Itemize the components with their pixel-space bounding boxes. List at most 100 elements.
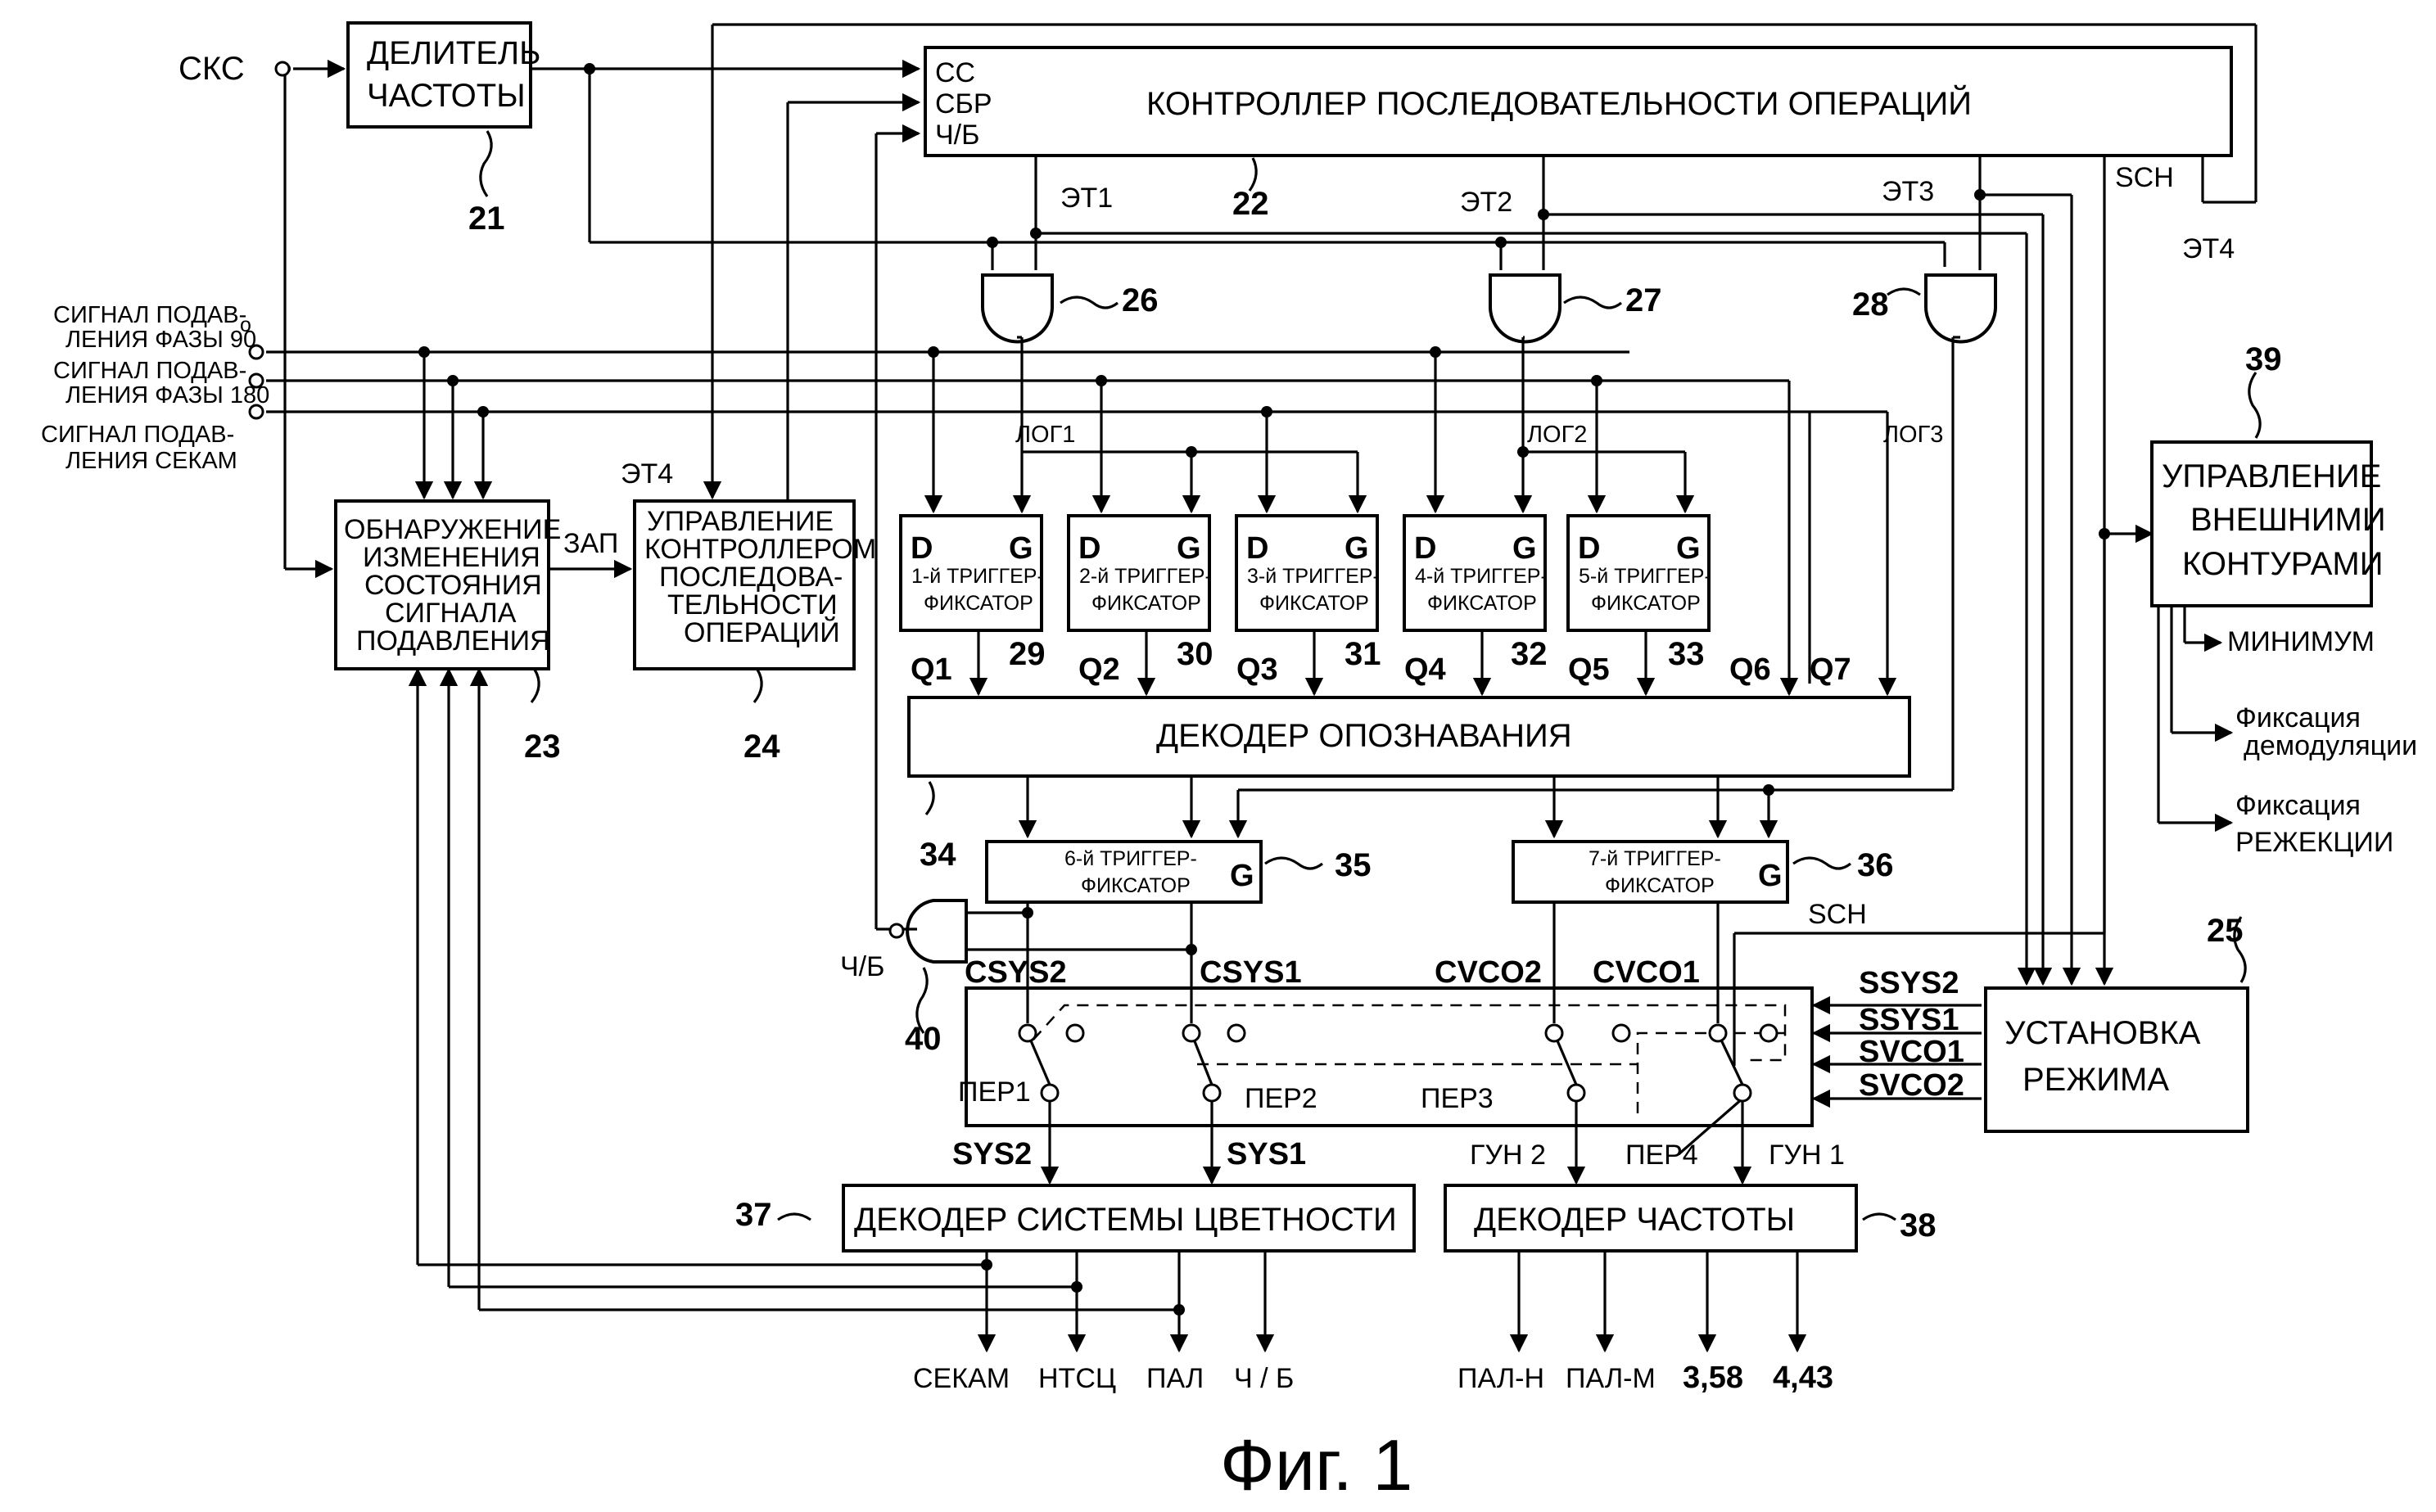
zap-label: ЗАП xyxy=(563,528,618,559)
latch-7-name-2: ФИКСАТОР xyxy=(1605,874,1715,897)
csys2-label: CSYS2 xyxy=(965,955,1067,990)
latch-7-ref: 36 xyxy=(1857,847,1894,883)
mode-line-2: РЕЖИМА xyxy=(2022,1062,2169,1098)
color-decoder-title: ДЕКОДЕР СИСТЕМЫ ЦВЕТНОСТИ xyxy=(854,1202,1397,1238)
latch-6-name-1: 6-й ТРИГГЕР- xyxy=(1064,847,1197,870)
mode-line-1: УСТАНОВКА xyxy=(2004,1015,2201,1051)
divider-line-1: ДЕЛИТЕЛЬ xyxy=(367,35,540,71)
cvco2-label: CVCO2 xyxy=(1435,955,1542,990)
latch-1-name-1: 1-й ТРИГГЕР- xyxy=(911,565,1044,588)
svco2-label: SVCO2 xyxy=(1859,1068,1964,1103)
et2-label: ЭТ2 xyxy=(1460,187,1512,218)
detect-line-2: ИЗМЕНЕНИЯ xyxy=(363,542,540,573)
controller-title: КОНТРОЛЛЕР ПОСЛЕДОВАТЕЛЬНОСТИ ОПЕРАЦИЙ xyxy=(1146,84,1972,122)
latch-2-ref: 30 xyxy=(1177,636,1213,672)
mgmt-line-2: КОНТРОЛЛЕРОМ xyxy=(644,534,876,565)
per2-label: ПЕР2 xyxy=(1245,1083,1317,1114)
latch-7-name-1: 7-й ТРИГГЕР- xyxy=(1589,847,1721,870)
out-358: 3,58 xyxy=(1683,1361,1743,1395)
detect-line-1: ОБНАРУЖЕНИЕ xyxy=(344,514,561,545)
svco1-label: SVCO1 xyxy=(1859,1035,1964,1069)
q7-label: Q7 xyxy=(1810,652,1851,687)
mgmt-line-4: ТЕЛЬНОСТИ xyxy=(667,589,838,621)
sch-top-label: SCH xyxy=(2115,162,2174,193)
divider-line-2: ЧАСТОТЫ xyxy=(367,78,526,114)
latch-6-name-2: ФИКСАТОР xyxy=(1081,874,1191,897)
ext-ref: 39 xyxy=(2245,341,2282,377)
out-ntsc: НТСЦ xyxy=(1038,1363,1116,1394)
detect-line-5: ПОДАВЛЕНИЯ xyxy=(356,625,550,657)
log3-label: ЛОГ3 xyxy=(1883,422,1943,448)
latch-6-g: G xyxy=(1230,859,1254,893)
latch-5-g: G xyxy=(1676,531,1701,566)
ident-decoder-ref: 34 xyxy=(920,837,956,873)
and-gate-27 xyxy=(1490,275,1560,342)
per4-label: ПЕР4 xyxy=(1625,1140,1698,1171)
input-terminals xyxy=(250,62,289,418)
ident-decoder-title: ДЕКОДЕР ОПОЗНАВАНИЯ xyxy=(1156,718,1572,754)
switch-linkage xyxy=(1033,1005,1785,1113)
out-bw: Ч / Б xyxy=(1234,1363,1294,1394)
sys1-label: SYS1 xyxy=(1227,1137,1306,1171)
switch-block xyxy=(966,988,1812,1126)
et1-label: ЭТ1 xyxy=(1060,183,1113,214)
detect-line-3: СОСТОЯНИЯ xyxy=(364,570,542,601)
gate-28-ref: 28 xyxy=(1852,287,1889,323)
latch-3-g: G xyxy=(1345,531,1369,566)
latch-2-name-2: ФИКСАТОР xyxy=(1091,592,1201,615)
out-443: 4,43 xyxy=(1773,1361,1833,1395)
and-gate-28 xyxy=(1926,275,1995,342)
detect-line-4: СИГНАЛА xyxy=(385,598,517,629)
latch-1-q: Q1 xyxy=(911,652,952,687)
latch-5-ref: 33 xyxy=(1668,636,1705,672)
per3-label: ПЕР3 xyxy=(1421,1083,1494,1114)
gun1-label: ГУН 1 xyxy=(1769,1140,1845,1171)
detect-ref: 23 xyxy=(524,729,561,765)
mgmt-line-3: ПОСЛЕДОВА- xyxy=(659,562,843,593)
latch-4-name-2: ФИКСАТОР xyxy=(1427,592,1537,615)
reference-leaders xyxy=(481,131,2260,1220)
ssys2-label: SSYS2 xyxy=(1859,966,1959,1000)
ext-out-demod-2: демодуляции xyxy=(2244,730,2417,761)
color-decoder-ref: 37 xyxy=(735,1197,772,1233)
out-secam: СЕКАМ xyxy=(913,1363,1010,1394)
ext-out-demod-1: Фиксация xyxy=(2235,702,2361,733)
and-gate-26 xyxy=(983,275,1052,342)
sch-bottom-label: SCH xyxy=(1808,899,1867,930)
switch-contacts xyxy=(1019,1025,1777,1101)
latch-3-q: Q3 xyxy=(1236,652,1278,687)
mode-ref: 25 xyxy=(2207,913,2244,949)
latch-1-ref: 29 xyxy=(1009,636,1046,672)
csys1-label: CSYS1 xyxy=(1200,955,1302,990)
sup180-label-1: СИГНАЛ ПОДАВ- xyxy=(53,358,246,384)
freq-decoder-title: ДЕКОДЕР ЧАСТОТЫ xyxy=(1474,1202,1795,1238)
ckc-input-label: СКС xyxy=(179,51,245,87)
latch-5-d: D xyxy=(1578,531,1600,566)
per1-label: ПЕР1 xyxy=(958,1076,1031,1108)
controller-port-cc: СС xyxy=(935,57,975,88)
controller-port-sbr: СБР xyxy=(935,88,992,120)
latch-3-ref: 31 xyxy=(1345,636,1381,672)
out-pal: ПАЛ xyxy=(1146,1363,1204,1394)
latch-1-d: D xyxy=(911,531,933,566)
latch-4-name-1: 4-й ТРИГГЕР- xyxy=(1415,565,1548,588)
divider-ref: 21 xyxy=(468,201,505,237)
gate-27-ref: 27 xyxy=(1625,282,1662,318)
mgmt-line-5: ОПЕРАЦИЙ xyxy=(684,617,840,648)
nand-ref: 40 xyxy=(905,1021,942,1057)
controller-ref: 22 xyxy=(1232,186,1269,222)
latch-4-d: D xyxy=(1414,531,1436,566)
sys2-label: SYS2 xyxy=(952,1137,1032,1171)
latch-4-ref: 32 xyxy=(1511,636,1548,672)
latch-2-name-1: 2-й ТРИГГЕР- xyxy=(1079,565,1212,588)
gun2-label: ГУН 2 xyxy=(1470,1140,1546,1171)
latch-6-ref: 35 xyxy=(1335,847,1372,883)
cvco1-label: CVCO1 xyxy=(1593,955,1700,990)
ext-line-2: ВНЕШНИМИ xyxy=(2190,502,2386,538)
mgmt-ref: 24 xyxy=(743,729,780,765)
q6-label: Q6 xyxy=(1729,652,1771,687)
log1-label: ЛОГ1 xyxy=(1015,422,1075,448)
latch-3-d: D xyxy=(1246,531,1268,566)
freq-decoder-ref: 38 xyxy=(1900,1207,1937,1243)
